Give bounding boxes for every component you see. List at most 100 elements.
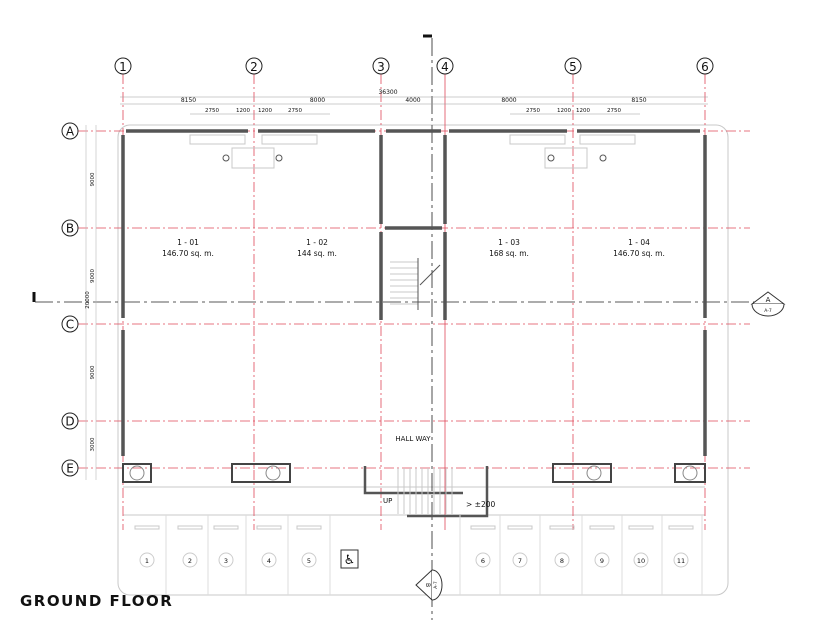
- grid-bubble-column: [114, 57, 132, 75]
- parking-space-number: 8: [560, 557, 564, 565]
- wheelchair-icon: [340, 549, 359, 569]
- wheel-stop: [470, 525, 496, 530]
- planter: [674, 463, 706, 483]
- dim-sub: 1200: [576, 108, 590, 114]
- grid-label-row: E: [66, 462, 74, 476]
- wheel-stop: [668, 525, 694, 530]
- tree: [586, 465, 602, 481]
- counter: [189, 134, 246, 145]
- unit-area: 146.70 sq. m.: [162, 249, 214, 258]
- dim-bay: 8000: [310, 97, 325, 104]
- parking-number-bubble: [182, 552, 198, 568]
- grid-label-column: 6: [701, 60, 709, 74]
- parking-number-bubble: [475, 552, 491, 568]
- dim-sub: 2750: [288, 108, 302, 114]
- section-marker-bottom-letter: B: [424, 583, 431, 587]
- grid-label-row: B: [66, 222, 74, 236]
- wheel-stop: [507, 525, 533, 530]
- column-marker: [599, 154, 607, 162]
- dim-bay: 8150: [631, 97, 646, 104]
- tree: [265, 465, 281, 481]
- column-marker: [222, 154, 230, 162]
- dim-sub: 2750: [526, 108, 540, 114]
- unit-name: 1 - 01: [177, 238, 199, 247]
- parking-number-bubble: [594, 552, 610, 568]
- section-marker-right-letter: A: [766, 296, 771, 304]
- section-marker-right-sheet: A-7: [764, 308, 772, 314]
- dim-sub: 1200: [236, 108, 250, 114]
- grid-bubble-row: [61, 315, 79, 333]
- wheel-stop: [628, 525, 654, 530]
- unit-area: 168 sq. m.: [489, 249, 529, 258]
- grid-bubble-column: [372, 57, 390, 75]
- dim-left-bay: 9000: [90, 172, 96, 186]
- parking-space-number: 1: [145, 557, 149, 565]
- stair-break: [419, 264, 441, 286]
- parking-space-number: 9: [600, 557, 604, 565]
- parking-space-number: 10: [637, 557, 645, 565]
- unit-name: 1 - 02: [306, 238, 328, 247]
- ramp-wall-lower: [407, 466, 489, 518]
- planter: [552, 463, 612, 483]
- unit-area: 144 sq. m.: [297, 249, 337, 258]
- grid-label-column: 2: [250, 60, 258, 74]
- dim-sub: 2750: [607, 108, 621, 114]
- dim-left-overall: 20000: [85, 291, 91, 309]
- wheel-stop: [134, 525, 160, 530]
- parking-space-number: 2: [188, 557, 192, 565]
- wheel-stop: [296, 525, 322, 530]
- wheel-stop: [549, 525, 575, 530]
- grid-bubble-column: [696, 57, 714, 75]
- dim-left-bay: 3000: [90, 437, 96, 451]
- dim-bay: 8150: [181, 97, 196, 104]
- site-outline: [117, 124, 729, 596]
- parking-number-bubble: [512, 552, 528, 568]
- wheel-stop: [589, 525, 615, 530]
- level-label: > ±200: [466, 500, 495, 509]
- dim-sub: 1200: [557, 108, 571, 114]
- ramp-up-label: UP: [383, 497, 392, 505]
- parking-number-bubble: [261, 552, 277, 568]
- parking-number-bubble: [218, 552, 234, 568]
- grid-label-row: A: [66, 125, 75, 139]
- parking-space-number: 6: [481, 557, 485, 565]
- grid-label-row: C: [66, 318, 74, 332]
- grid-label-column: 3: [377, 60, 385, 74]
- grid-bubble-row: [61, 459, 79, 477]
- parking-space-number: 5: [307, 557, 311, 565]
- wheel-stop: [177, 525, 203, 530]
- column-marker: [275, 154, 283, 162]
- unit-name: 1 - 03: [498, 238, 520, 247]
- parking-number-bubble: [301, 552, 317, 568]
- planter: [231, 463, 291, 483]
- grid-bubble-column: [564, 57, 582, 75]
- section-marker-bottom-arc: [431, 569, 443, 601]
- parking-number-bubble: [139, 552, 155, 568]
- dim-sub: 2750: [205, 108, 219, 114]
- wheelchair-glyph: ♿: [344, 553, 356, 568]
- tree: [129, 465, 145, 481]
- restroom-fixture: [544, 147, 588, 169]
- grid-bubble-row: [61, 122, 79, 140]
- grid-bubble-column: [245, 57, 263, 75]
- drawing-title: GROUND FLOOR: [20, 592, 174, 610]
- dim-left-bay: 9000: [90, 269, 96, 283]
- grid-label-column: 4: [441, 60, 449, 74]
- parking-space-number: 4: [267, 557, 271, 565]
- hallway-label: HALL WAY: [395, 435, 431, 443]
- grid-label-column: 1: [119, 60, 127, 74]
- column-marker: [547, 154, 555, 162]
- section-marker-right-arc: [751, 303, 785, 317]
- parking-number-bubble: [673, 552, 689, 568]
- counter: [579, 134, 636, 145]
- unit-name: 1 - 04: [628, 238, 650, 247]
- unit-area: 146.70 sq. m.: [613, 249, 665, 258]
- grid-bubble-row: [61, 219, 79, 237]
- grid-label-row: D: [65, 415, 74, 429]
- parking-number-bubble: [554, 552, 570, 568]
- dim-left-bay: 9000: [90, 365, 96, 379]
- grid-label-column: 5: [569, 60, 577, 74]
- counter: [261, 134, 318, 145]
- counter: [509, 134, 566, 145]
